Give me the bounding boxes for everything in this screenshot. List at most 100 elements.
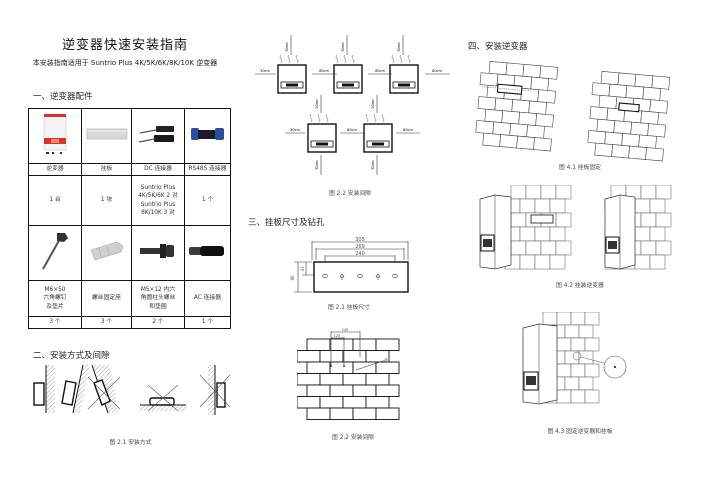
brick	[519, 198, 536, 214]
part-image-cell	[81, 225, 132, 281]
mount-tilted-forward-wrong	[87, 365, 121, 414]
inverter-icon	[363, 113, 393, 153]
brick	[570, 389, 586, 404]
brick	[510, 185, 527, 200]
brick	[505, 62, 525, 77]
brick	[587, 130, 607, 145]
clearance-between-label: 80cm	[319, 69, 329, 73]
parts-image-row	[28, 225, 231, 281]
brick	[534, 198, 551, 214]
part-image-cell	[131, 225, 185, 281]
brick	[511, 99, 531, 114]
tilted-wall-left	[475, 61, 559, 152]
rs485-connector-image	[190, 128, 224, 141]
brick	[365, 373, 390, 386]
brick	[589, 106, 609, 121]
brick	[375, 384, 400, 397]
parts-name-row: 逆变器 挂板 DC 连接器 RS485 连接器	[28, 163, 231, 176]
brick	[329, 407, 354, 420]
plate-height-86: 86	[290, 275, 295, 281]
brick	[482, 132, 502, 147]
brick	[630, 121, 649, 136]
name-line: 六角螺钉	[43, 295, 67, 302]
brick	[519, 226, 536, 242]
brick	[655, 185, 672, 200]
brick	[549, 198, 566, 214]
brick	[564, 376, 580, 391]
brick	[578, 350, 594, 365]
part-image-cell	[28, 225, 82, 281]
part-qty: 3 个	[28, 316, 82, 329]
plate-dimension-diagram: 305 269 240 43 86	[290, 237, 409, 293]
wall-hole-diameter: φ8	[383, 357, 389, 363]
part-name: RS485 连接器	[184, 163, 231, 176]
brick	[556, 363, 572, 378]
mount-tilted-back	[61, 365, 90, 414]
qty-line: 8K/10K 3 对	[141, 209, 175, 216]
brick	[655, 212, 672, 228]
brick	[584, 312, 600, 326]
clearance-bottom-row: 30cm 80cm 80cm 50cm 50cm 50cm 50cm	[285, 95, 420, 175]
brick	[655, 240, 672, 256]
part-name-multiline: M5×12 内六 角圆柱头螺丝 和垫圈	[131, 280, 185, 317]
brick	[528, 100, 548, 115]
name-line: 及垫片	[46, 303, 64, 310]
inverter-red-band	[44, 114, 66, 118]
clearance-vertical-label: 50cm	[341, 43, 345, 52]
figure-caption-wall: 图 2.2 安装间隙	[332, 435, 374, 441]
brick	[499, 134, 518, 149]
plate-hook-arrow	[375, 273, 381, 280]
brick	[540, 185, 557, 200]
plate-hook-arrow	[339, 273, 345, 280]
brick	[352, 338, 377, 351]
name-line: 和垫圈	[149, 303, 167, 310]
brick	[519, 254, 536, 270]
brick	[352, 407, 377, 420]
mount-vertical	[33, 365, 55, 413]
mount-inverted-wrong	[199, 365, 231, 415]
brick	[319, 396, 344, 409]
section-heading-mounting: 二、安装方式及间隙	[33, 351, 110, 361]
plate-on-wall	[496, 83, 523, 95]
section-heading-install: 四、安装逆变器	[468, 42, 528, 52]
parts-name-row: M6×50 六角螺钉 及垫片 螺丝固定座 M5×12 内六 角圆柱头螺丝 和垫圈…	[28, 280, 231, 317]
brick	[329, 338, 354, 351]
brick	[651, 75, 671, 90]
brick	[306, 361, 331, 374]
brick	[621, 133, 640, 148]
brick	[533, 137, 552, 152]
clearance-vertical-label: 50cm	[315, 161, 319, 170]
brick	[492, 121, 512, 136]
brick	[555, 185, 572, 200]
brick	[375, 407, 400, 420]
brick	[625, 85, 645, 100]
brick	[534, 254, 551, 270]
brick	[510, 212, 527, 228]
brick	[640, 212, 657, 228]
part-name: 挂板	[81, 163, 132, 176]
inverter-image	[43, 113, 67, 155]
brick	[634, 74, 654, 89]
clearance-between-label: 80cm	[375, 69, 385, 73]
figure-caption-plate: 图 2.1 挂板尺寸	[328, 305, 370, 311]
wall-drilling-diagram: 240 125 φ8	[297, 328, 400, 420]
brick	[647, 123, 666, 138]
brick	[578, 324, 594, 339]
brick	[642, 86, 662, 101]
brick	[319, 373, 344, 386]
name-line: M6×50	[44, 286, 66, 293]
part-image-cell	[81, 108, 132, 164]
brick	[584, 363, 600, 378]
wall-anchor-image	[90, 241, 123, 261]
brick	[352, 361, 377, 374]
inverter-icon	[277, 54, 307, 94]
plate-hole	[392, 274, 398, 278]
brick	[375, 338, 400, 351]
brick	[306, 338, 331, 351]
brick	[375, 361, 400, 374]
brick	[556, 337, 572, 352]
part-name: 螺丝固定座	[81, 280, 132, 317]
plate-width-240: 240	[355, 251, 365, 257]
brick	[634, 226, 651, 242]
fix-inverter-diagram	[522, 312, 627, 405]
